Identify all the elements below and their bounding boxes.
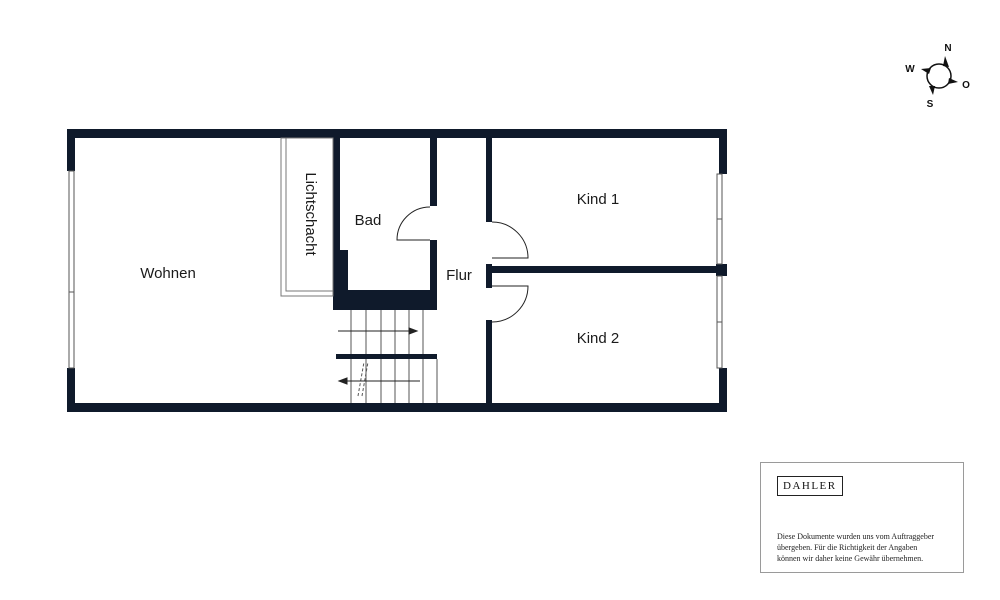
room-label-kind1: Kind 1 (577, 191, 620, 208)
door-kind2 (491, 285, 529, 323)
bad-wall-right-bottom (430, 240, 437, 310)
stair-landing-wall (336, 354, 437, 359)
door-bad (396, 206, 431, 241)
walls (67, 129, 727, 412)
stair-arrows (337, 327, 420, 385)
outer-wall-right-bottom (719, 368, 727, 412)
windows (68, 170, 723, 369)
door-kind1 (491, 221, 529, 259)
disclaimer-line: können wir daher keine Gewähr übernehmen… (777, 554, 924, 563)
outer-wall-right-top (719, 129, 727, 174)
room-label-flur: Flur (446, 267, 472, 284)
compass-west: W (905, 64, 915, 75)
disclaimer-text: Diese Dokumente wurden uns vom Auftragge… (777, 531, 959, 564)
kind-wall-left-top (486, 136, 492, 222)
doors (396, 206, 529, 323)
disclaimer-line: übergeben. Für die Richtigkeit der Angab… (777, 543, 918, 552)
bad-wall-bottom (333, 290, 437, 310)
info-box: DAHLER Diese Dokumente wurden uns vom Au… (760, 462, 964, 573)
lichtschacht-outline (280, 137, 334, 297)
outer-wall-left-bottom (67, 368, 75, 412)
bad-wall-right-top (430, 136, 437, 206)
outer-wall-bottom (67, 403, 727, 412)
compass-east: O (962, 80, 970, 91)
kind-divider-wall (486, 266, 720, 273)
window-wohnen (68, 170, 75, 369)
bad-wall-left (333, 136, 340, 310)
room-label-wohnen: Wohnen (140, 265, 196, 282)
disclaimer-line: Diese Dokumente wurden uns vom Auftragge… (777, 532, 935, 541)
room-label-bad: Bad (355, 212, 382, 229)
compass-south: S (927, 99, 934, 110)
room-label-kind2: Kind 2 (577, 330, 620, 347)
compass-icon: N W O S (905, 43, 970, 110)
outer-wall-left-top (67, 129, 75, 171)
kind-wall-left-mid (486, 264, 492, 288)
outer-wall-right-mid (716, 264, 727, 276)
room-label-lichtschacht: Lichtschacht (302, 172, 319, 256)
compass-north: N (944, 43, 951, 54)
outer-wall-top (67, 129, 727, 138)
brand-logo: DAHLER (777, 476, 843, 496)
kind-wall-left-bottom (486, 320, 492, 410)
